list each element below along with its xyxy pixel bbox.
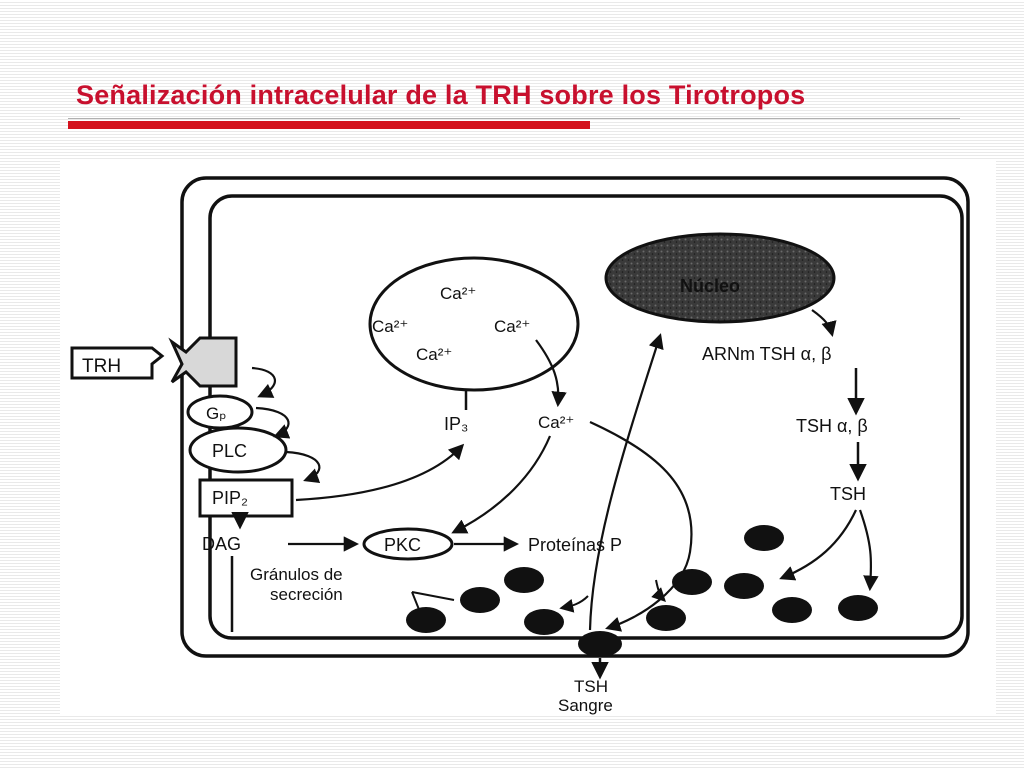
granule: [724, 573, 764, 599]
arnm-label: ARNm TSH α, β: [702, 344, 831, 364]
calcium-store: [368, 256, 580, 392]
proteinas-label: Proteínas P: [528, 535, 622, 555]
ip3-label: IP₃: [444, 414, 468, 434]
diagram-canvas: TRH Gₚ PLC PIP₂ DAG PKC Proteínas P IP₃ …: [70, 176, 970, 715]
plc-enzyme: [188, 426, 288, 474]
gp-protein: [186, 394, 254, 430]
pkc-enzyme: [362, 527, 454, 561]
ca-store-1: Ca²⁺: [440, 284, 476, 303]
trh-ligand-shape: [70, 346, 165, 380]
granule: [406, 607, 446, 633]
secretory-granules: [406, 525, 878, 635]
granulos-label-line1: Gránulos de: [250, 565, 343, 584]
granule: [838, 595, 878, 621]
gp-label: Gₚ: [206, 404, 227, 423]
exocytosis-granule: [578, 631, 622, 657]
tsh-alpha-beta-label: TSH α, β: [796, 416, 868, 436]
tsh-out-label: TSH: [574, 677, 608, 696]
title-underline-accent: [68, 121, 590, 129]
signaling-diagram: TRH Gₚ PLC PIP₂ DAG PKC Proteínas P IP₃ …: [60, 160, 996, 716]
trh-receptor: [168, 336, 238, 388]
pkc-label: PKC: [384, 535, 421, 555]
granule: [646, 605, 686, 631]
granule: [524, 609, 564, 635]
outer-membrane: [180, 176, 970, 658]
tsh-label: TSH: [830, 484, 866, 504]
ca-store-2: Ca²⁺: [372, 317, 408, 336]
nucleus-label: Núcleo: [680, 276, 740, 296]
granule: [504, 567, 544, 593]
trh-label: TRH: [82, 356, 121, 377]
nucleus: [604, 232, 836, 324]
granule: [772, 597, 812, 623]
sangre-label: Sangre: [558, 696, 613, 715]
granulos-label-line2: secreción: [270, 585, 343, 604]
ca-store-4: Ca²⁺: [416, 345, 452, 364]
granule: [744, 525, 784, 551]
granule: [460, 587, 500, 613]
title-underline-thin: [68, 118, 960, 119]
pip2-label: PIP₂: [212, 488, 248, 508]
slide-title: Señalización intracelular de la TRH sobr…: [76, 80, 806, 110]
dag-label: DAG: [202, 534, 241, 554]
plc-label: PLC: [212, 441, 247, 461]
ca-cytosol-label: Ca²⁺: [538, 413, 574, 432]
ca-store-3: Ca²⁺: [494, 317, 530, 336]
granule: [672, 569, 712, 595]
